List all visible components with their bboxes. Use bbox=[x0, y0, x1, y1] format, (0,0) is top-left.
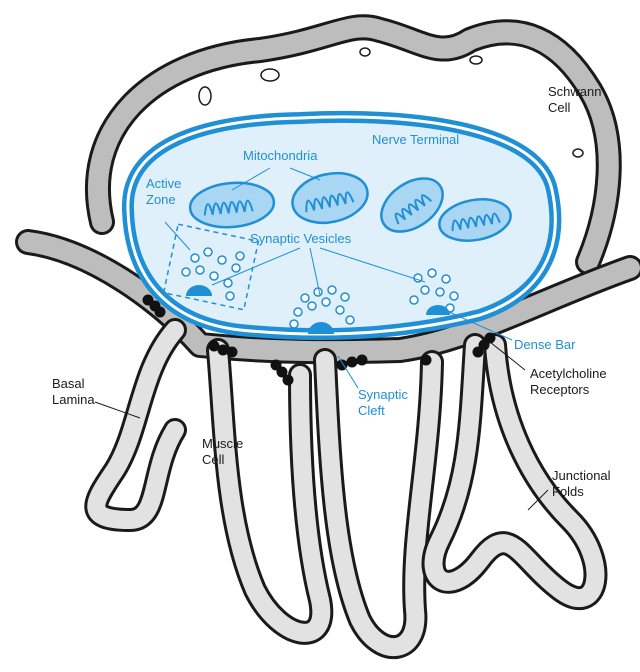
label-schwann-cell: Schwann Cell bbox=[548, 84, 605, 115]
label-basal-lamina: Basal Lamina bbox=[52, 376, 95, 407]
mitochondrion bbox=[438, 198, 512, 242]
leader-lines bbox=[94, 167, 549, 511]
mitochondrion bbox=[291, 171, 369, 225]
nerve-terminal bbox=[121, 110, 562, 341]
label-mitochondria: Mitochondria bbox=[243, 148, 318, 163]
schwann-organelles bbox=[198, 47, 584, 158]
active-zone-box bbox=[162, 223, 260, 311]
label-nerve-terminal: Nerve Terminal bbox=[372, 132, 459, 147]
label-synaptic-vesicles: Synaptic Vesicles bbox=[250, 231, 352, 246]
mitochondrion bbox=[380, 177, 444, 233]
mitochondria bbox=[188, 171, 512, 242]
schwann-cell bbox=[85, 14, 622, 275]
acetylcholine-receptors bbox=[142, 294, 496, 386]
label-synaptic-cleft: Synaptic Cleft bbox=[358, 387, 412, 418]
label-acetylcholine-receptors: Acetylcholine Receptors bbox=[530, 366, 610, 397]
label-junctional-folds: Junctional Folds bbox=[552, 468, 614, 499]
dense-bars bbox=[186, 285, 450, 334]
label-active-zone: Active Zone bbox=[146, 176, 185, 207]
labels: Schwann Cell Nerve Terminal Mitochondria… bbox=[52, 84, 614, 499]
label-dense-bar: Dense Bar bbox=[514, 337, 576, 352]
mitochondrion bbox=[188, 181, 276, 229]
synaptic-vesicles bbox=[181, 247, 459, 329]
label-muscle-cell: Muscle Cell bbox=[202, 436, 247, 467]
junctional-folds bbox=[84, 318, 608, 659]
muscle-cell-membrane bbox=[15, 229, 640, 365]
